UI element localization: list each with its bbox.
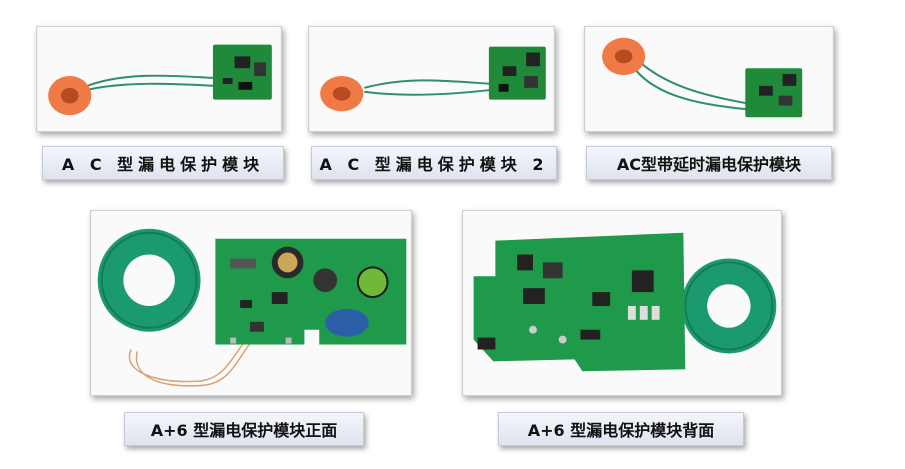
photo-ac-module — [36, 26, 282, 132]
photo-a6-front — [90, 210, 412, 396]
photo-ac-module-2 — [308, 26, 555, 132]
x-capacitor — [325, 308, 369, 337]
electrolytic-capacitor-green — [358, 268, 387, 297]
caption-ac-delay-module: AC型带延时漏电保护模块 — [586, 146, 832, 180]
caption-a6-back: A+6 型漏电保护模块背面 — [498, 412, 744, 446]
a6-back-illustration — [463, 211, 781, 395]
photo-ac-delay-module — [584, 26, 834, 132]
ac-module-2-illustration — [310, 27, 553, 131]
pcb-board — [473, 232, 686, 372]
ac-module-illustration — [38, 27, 280, 131]
caption-a6-front: A+6 型漏电保护模块正面 — [124, 412, 364, 446]
electrolytic-capacitor — [313, 268, 338, 293]
photo-a6-back — [462, 210, 782, 396]
caption-ac-module-2: A C 型漏电保护模块 2 — [311, 146, 557, 180]
caption-ac-module: A C 型漏电保护模块 — [42, 146, 284, 180]
pcb-board — [212, 44, 272, 100]
ac-delay-module-illustration — [586, 27, 832, 131]
a6-front-illustration — [91, 211, 411, 395]
ic-chip — [631, 270, 654, 293]
